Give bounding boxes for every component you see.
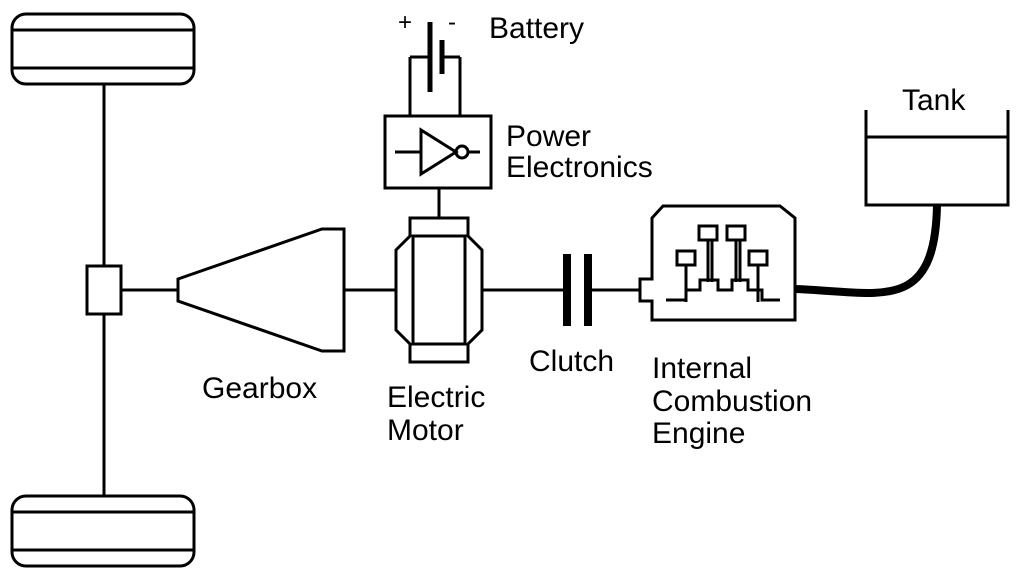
gearbox-label: Gearbox <box>202 372 317 405</box>
wheel-bottom <box>10 494 196 568</box>
battery-symbol <box>408 22 462 116</box>
wheel-top <box>10 12 196 86</box>
power-electronics-label-line2: Electronics <box>506 151 653 184</box>
tank-label: Tank <box>902 84 966 117</box>
electric-motor <box>394 216 484 364</box>
electric-motor-label-line1: Electric <box>387 381 485 414</box>
differential <box>85 264 123 316</box>
engine-block <box>638 204 797 322</box>
clutch-label: Clutch <box>529 345 614 378</box>
battery-plus-sign: + <box>398 9 412 36</box>
clutch-symbol <box>563 254 592 326</box>
battery-label: Battery <box>489 12 584 45</box>
battery-minus-sign: - <box>448 9 456 36</box>
power-electronics-box <box>383 114 493 190</box>
engine-label-line1: Internal <box>652 352 752 385</box>
fuel-tank <box>864 110 1010 207</box>
gearbox <box>176 227 346 353</box>
engine-label-line3: Engine <box>652 417 745 450</box>
power-electronics-label-line1: Power <box>506 120 591 153</box>
fuel-line <box>794 204 941 298</box>
electric-motor-label-line2: Motor <box>387 414 464 447</box>
engine-label-line2: Combustion <box>652 385 812 418</box>
